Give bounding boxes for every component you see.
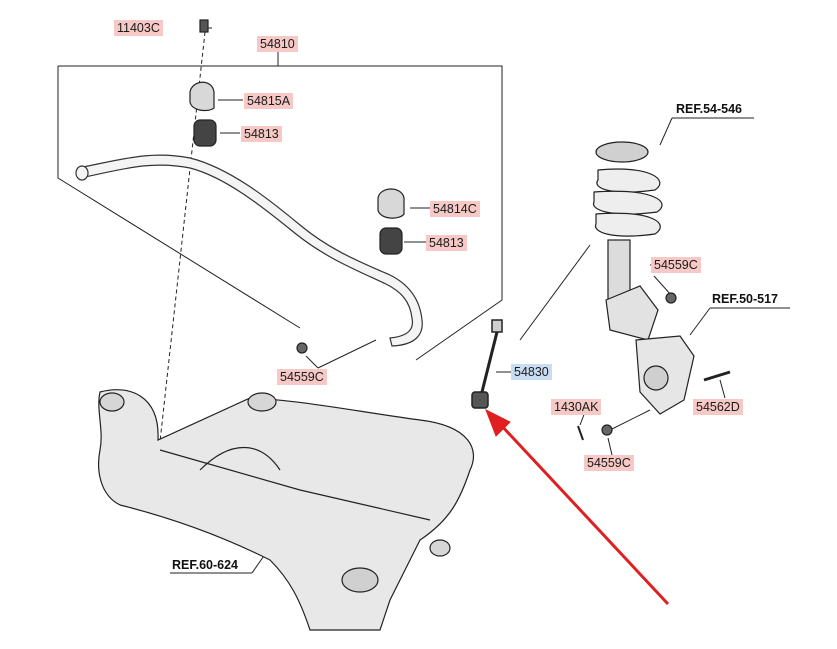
label-54813-mid: 54813 bbox=[426, 235, 467, 251]
steering-knuckle bbox=[635, 335, 695, 415]
label-54814c: 54814C bbox=[430, 201, 480, 217]
bushing-bracket-top bbox=[189, 81, 215, 112]
label-54559c-left: 54559C bbox=[277, 369, 327, 385]
nut-left bbox=[296, 342, 308, 354]
label-1430ak: 1430AK bbox=[551, 399, 602, 415]
label-11403c: 11403C bbox=[114, 20, 163, 36]
label-54562d: 54562D bbox=[693, 399, 743, 415]
stabilizer-group-outline bbox=[57, 65, 503, 361]
label-54815a: 54815A bbox=[244, 93, 294, 109]
bolt-54562d bbox=[703, 370, 731, 382]
ref-subframe: REF.60-624 bbox=[172, 558, 239, 572]
pointer-arrow bbox=[485, 408, 670, 606]
label-54810: 54810 bbox=[257, 36, 298, 52]
bushing-mid bbox=[379, 227, 403, 255]
strut-assembly bbox=[593, 141, 663, 341]
label-54830: 54830 bbox=[511, 364, 552, 380]
stabilizer-link bbox=[471, 319, 503, 409]
label-54559c-right: 54559C bbox=[651, 257, 701, 273]
nut-bottom bbox=[601, 424, 613, 436]
bushing-bracket-mid bbox=[377, 188, 405, 219]
subframe bbox=[98, 389, 475, 631]
ref-knuckle: REF.50-517 bbox=[712, 292, 779, 306]
label-54559c-bottom: 54559C bbox=[584, 455, 634, 471]
stabilizer-bar bbox=[75, 154, 423, 347]
bushing-top bbox=[193, 119, 217, 147]
label-54813-top: 54813 bbox=[241, 126, 282, 142]
bolt-1430ak bbox=[577, 425, 584, 441]
nut-right bbox=[665, 292, 677, 304]
bolt-top bbox=[199, 19, 209, 33]
ref-strut: REF.54-546 bbox=[676, 102, 743, 116]
